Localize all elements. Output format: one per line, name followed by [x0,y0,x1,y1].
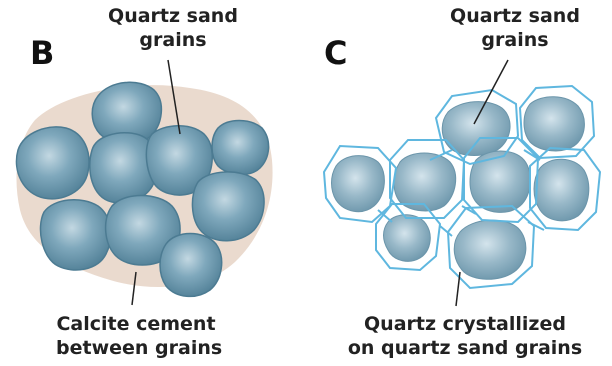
panel-c-letter: C [324,34,347,72]
panel-b-bottom-label-line2: between grains [56,336,216,360]
panel-b-sandstone [16,60,272,305]
quartz-grain [470,151,530,212]
quartz-grain [454,220,526,279]
quartz-grain [40,200,110,270]
quartz-grain [192,172,264,241]
quartz-grain [160,234,222,297]
panel-b-top-label-line2: grains [98,28,248,52]
panel-c-sandstone [324,60,600,306]
quartz-grain [394,153,456,211]
panel-b-top-label: Quartz sand grains [98,4,248,52]
panel-b-bottom-label-line1: Calcite cement [56,312,216,336]
panel-b-top-label-line1: Quartz sand [98,4,248,28]
panel-c-top-label-line1: Quartz sand [440,4,590,28]
quartz-grain [16,127,89,199]
panel-c-bottom-label-line1: Quartz crystallized [340,312,590,336]
quartz-grain [534,159,589,221]
panel-c-top-label-line2: grains [440,28,590,52]
panel-b-letter: B [30,34,54,72]
panel-c-top-label: Quartz sand grains [440,4,590,52]
quartz-grain [524,97,584,151]
panel-c-bottom-label-line2: on quartz sand grains [340,336,590,360]
panel-c-bottom-label: Quartz crystallized on quartz sand grain… [340,312,590,360]
quartz-grain [332,156,385,212]
quartz-grain [212,121,269,175]
panel-b-bottom-label: Calcite cement between grains [56,312,216,360]
